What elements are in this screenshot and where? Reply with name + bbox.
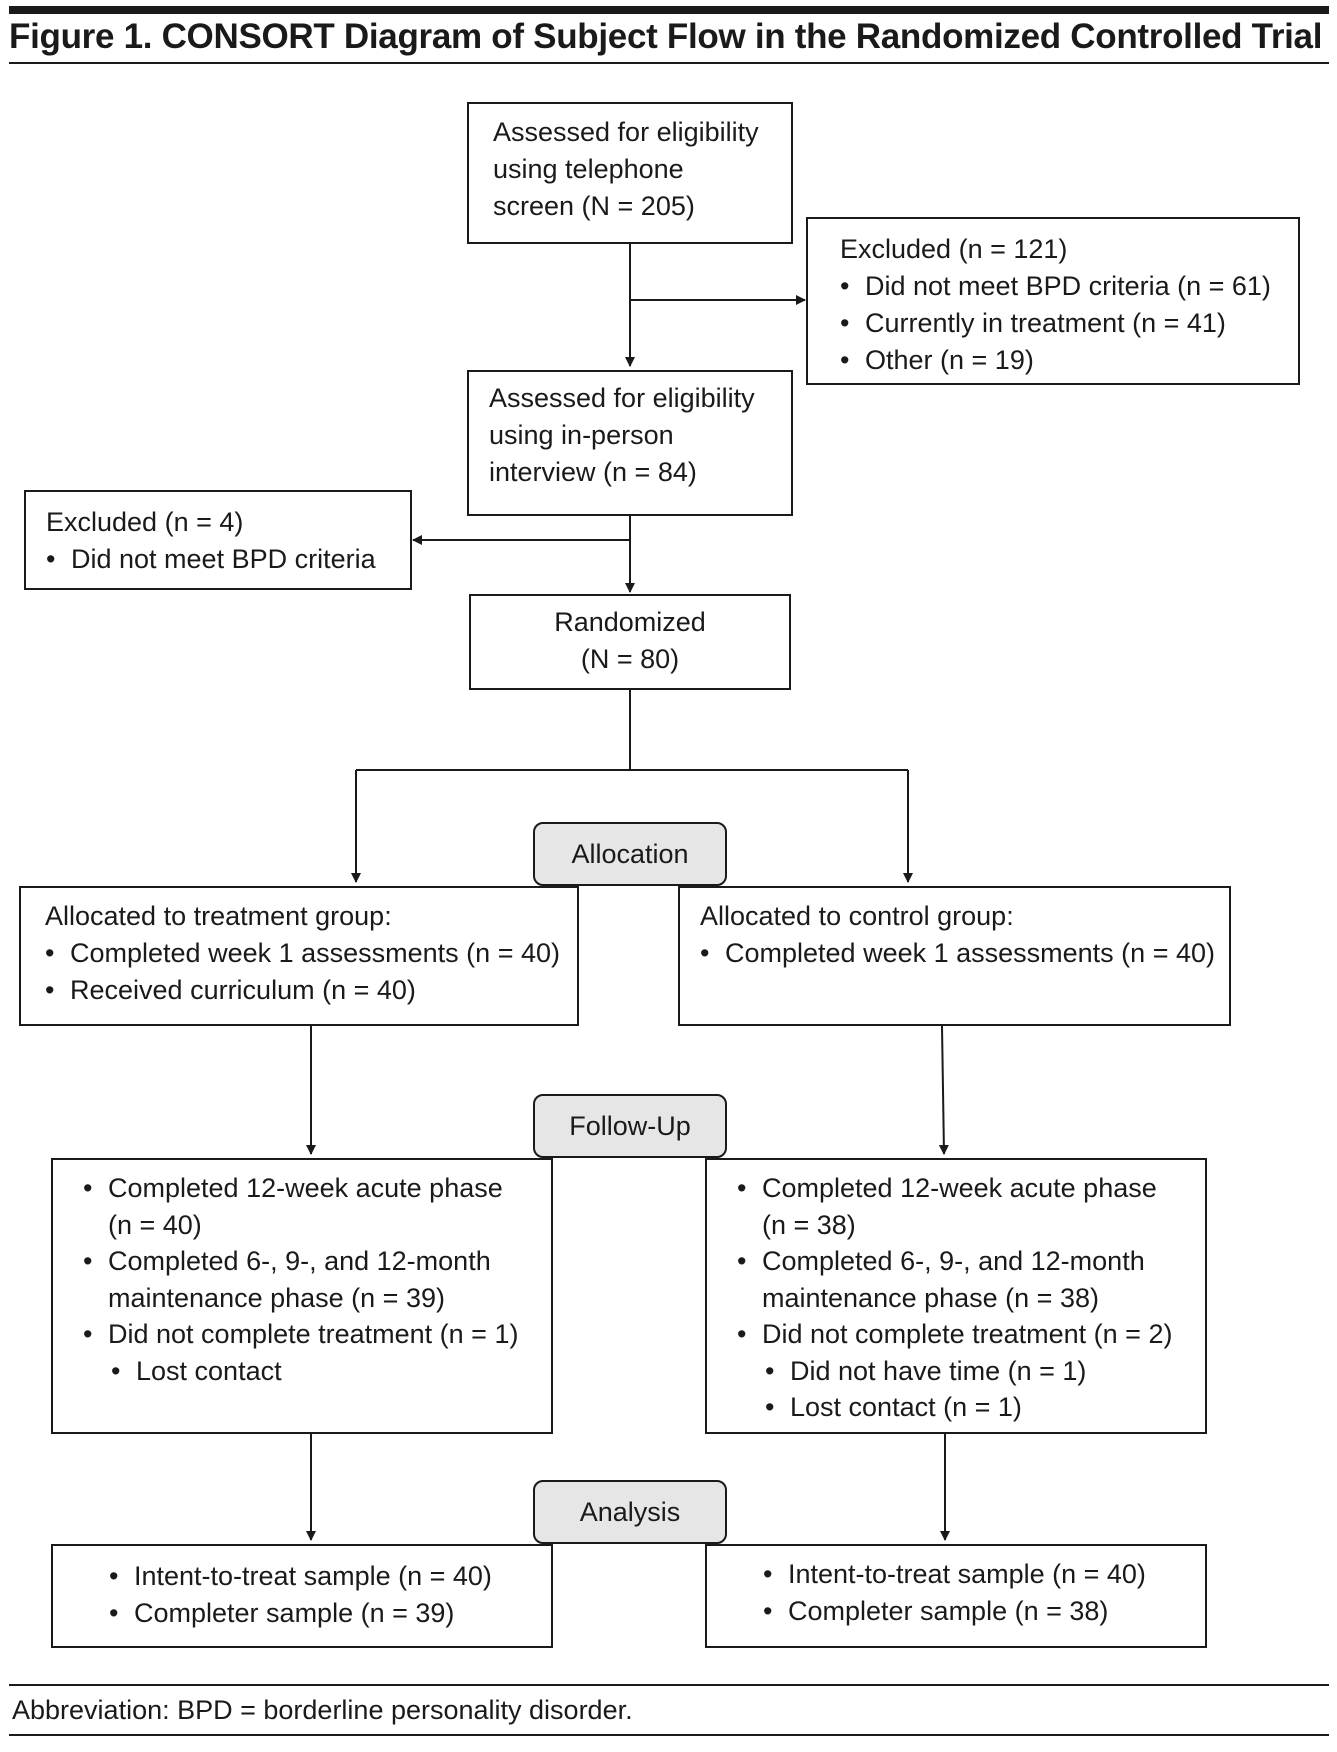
- bottom-rule: [9, 1734, 1329, 1736]
- excluded-header: Excluded (n = 4): [46, 507, 244, 537]
- box-line: using in-person: [489, 420, 674, 450]
- footnote: Abbreviation: BPD = borderline personali…: [12, 1695, 633, 1725]
- connector-randomized-split: [356, 690, 631, 771]
- box-line: using telephone: [493, 154, 684, 184]
- analysis-item: Completer sample (n = 38): [763, 1593, 1205, 1630]
- followup-item-continued: maintenance phase (n = 38): [762, 1282, 1099, 1313]
- treatment-allocation-box: Allocated to treatment group: Completed …: [19, 886, 579, 1026]
- excluded-item: Did not meet BPD criteria (n = 61): [840, 268, 1298, 305]
- followup-item: Completed 6-, 9-, and 12-month: [83, 1243, 551, 1280]
- inperson-interview-box: Assessed for eligibility using in-person…: [467, 370, 793, 516]
- box-line: interview (n = 84): [489, 457, 697, 487]
- control-followup-box: Completed 12-week acute phase (n = 38) C…: [705, 1158, 1207, 1434]
- excluded-item: Other (n = 19): [840, 342, 1298, 379]
- followup-item: Completed 12-week acute phase: [83, 1170, 551, 1207]
- allocation-item: Received curriculum (n = 40): [45, 972, 577, 1009]
- allocation-item: Completed week 1 assessments (n = 40): [700, 935, 1229, 972]
- analysis-item: Intent-to-treat sample (n = 40): [109, 1558, 551, 1595]
- excluded-item: Did not meet BPD criteria: [46, 541, 410, 578]
- excluded-inperson-box: Excluded (n = 4) Did not meet BPD criter…: [24, 490, 412, 590]
- arrow-control-to-followup: [938, 1025, 949, 1155]
- excluded-item: Currently in treatment (n = 41): [840, 305, 1298, 342]
- treatment-analysis-box: Intent-to-treat sample (n = 40) Complete…: [51, 1544, 553, 1648]
- box-line: screen (N = 205): [493, 191, 695, 221]
- box-line: Assessed for eligibility: [489, 383, 755, 413]
- stage-label-analysis: Analysis: [533, 1480, 727, 1544]
- followup-item: Completed 12-week acute phase: [737, 1170, 1205, 1207]
- stage-label-allocation: Allocation: [533, 822, 727, 886]
- followup-item-continued: (n = 38): [762, 1209, 856, 1240]
- box-line: Randomized: [554, 607, 706, 637]
- control-allocation-box: Allocated to control group: Completed we…: [678, 886, 1231, 1026]
- followup-item: Did not complete treatment (n = 2): [737, 1316, 1205, 1353]
- followup-item-continued: (n = 40): [108, 1209, 202, 1240]
- title-divider: [9, 62, 1329, 64]
- excluded-telephone-box: Excluded (n = 121) Did not meet BPD crit…: [806, 217, 1300, 385]
- analysis-item: Completer sample (n = 39): [109, 1595, 551, 1632]
- followup-item-continued: maintenance phase (n = 39): [108, 1282, 445, 1313]
- figure-title: Figure 1. CONSORT Diagram of Subject Flo…: [9, 17, 1323, 56]
- treatment-followup-box: Completed 12-week acute phase (n = 40) C…: [51, 1158, 553, 1434]
- followup-reason: Lost contact (n = 1): [737, 1389, 1205, 1426]
- followup-item: Did not complete treatment (n = 1): [83, 1316, 551, 1353]
- box-line: Assessed for eligibility: [493, 117, 759, 147]
- allocation-item: Completed week 1 assessments (n = 40): [45, 935, 577, 972]
- footnote-divider: [9, 1684, 1329, 1686]
- telephone-screen-box: Assessed for eligibility using telephone…: [467, 102, 793, 244]
- stage-label-followup: Follow-Up: [533, 1094, 727, 1158]
- followup-reason: Lost contact: [83, 1353, 551, 1390]
- randomized-box: Randomized (N = 80): [469, 594, 791, 690]
- title-top-bar: [9, 6, 1329, 14]
- group-header: Allocated to control group:: [700, 901, 1014, 931]
- group-header: Allocated to treatment group:: [45, 901, 392, 931]
- followup-item: Completed 6-, 9-, and 12-month: [737, 1243, 1205, 1280]
- followup-reason: Did not have time (n = 1): [737, 1353, 1205, 1390]
- box-line: (N = 80): [580, 644, 680, 674]
- excluded-header: Excluded (n = 121): [840, 234, 1068, 264]
- analysis-item: Intent-to-treat sample (n = 40): [763, 1556, 1205, 1593]
- control-analysis-box: Intent-to-treat sample (n = 40) Complete…: [705, 1544, 1207, 1648]
